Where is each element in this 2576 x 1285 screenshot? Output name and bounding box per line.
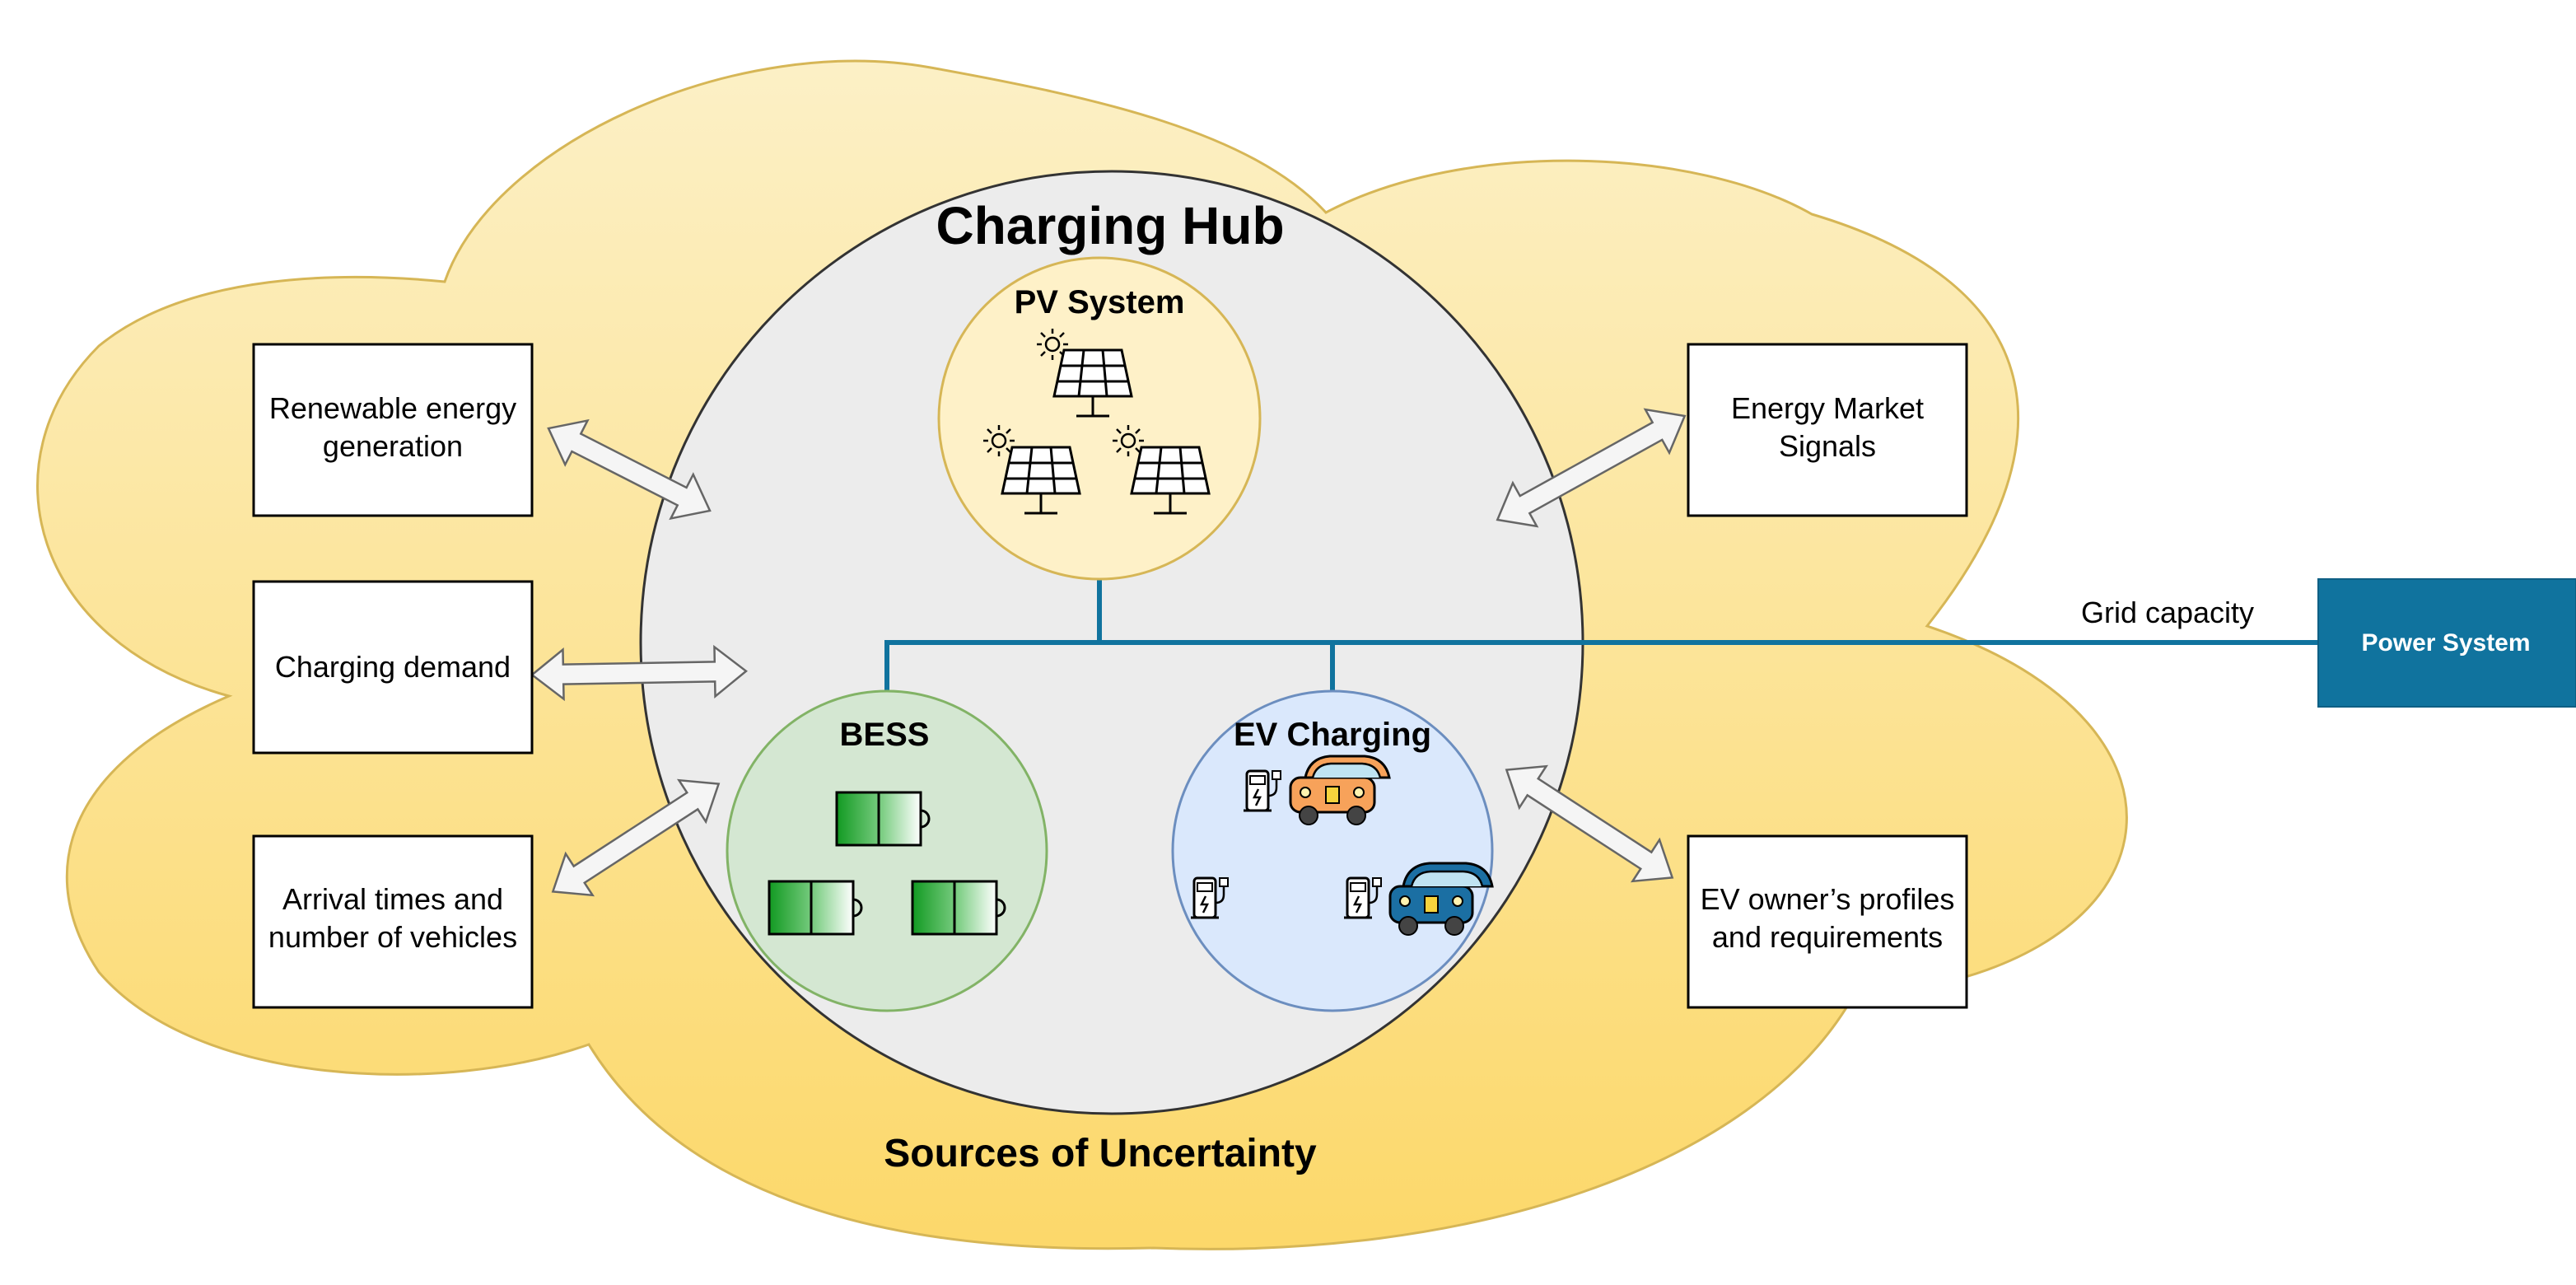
uncertainty-label: Sources of Uncertainty xyxy=(884,1132,1317,1175)
box-renewable-line1: Renewable energy xyxy=(269,391,516,425)
box-profiles-line2: and requirements xyxy=(1712,920,1943,954)
car-icon xyxy=(1388,862,1494,936)
bus-lines xyxy=(884,578,2318,692)
battery-icon xyxy=(835,791,931,847)
bess: BESS xyxy=(726,689,1048,1012)
double-arrow-demand xyxy=(530,644,748,702)
ev-charging: EV Charging xyxy=(1171,689,1494,1012)
box-arrival-line1: Arrival times and xyxy=(282,882,503,916)
box-market-line1: Energy Market xyxy=(1731,391,1924,425)
box-renewable-generation: Renewable energy generation xyxy=(252,343,534,517)
bess-title: BESS xyxy=(840,717,930,753)
grid-capacity-label: Grid capacity xyxy=(2081,596,2254,629)
double-arrow-market xyxy=(1496,408,1687,528)
box-arrival-times: Arrival times and number of vehicles xyxy=(252,834,534,1009)
power-system-box: Power System xyxy=(2317,578,2576,708)
pv-system-title: PV System xyxy=(1015,284,1185,320)
double-arrow-profiles xyxy=(1505,764,1674,883)
double-arrow-arrival xyxy=(551,778,721,897)
ev-charging-title: EV Charging xyxy=(1234,717,1431,753)
box-profiles-line1: EV owner’s profiles xyxy=(1701,882,1955,916)
box-renewable-line2: generation xyxy=(323,429,463,463)
double-arrows xyxy=(530,408,1687,897)
battery-icon xyxy=(911,880,1006,936)
pv-system: PV System xyxy=(937,256,1262,581)
box-market-line2: Signals xyxy=(1779,429,1876,463)
box-arrival-line2: number of vehicles xyxy=(268,920,517,954)
box-energy-market: Energy Market Signals xyxy=(1687,343,1968,517)
box-demand-line1: Charging demand xyxy=(275,650,511,684)
double-arrow-renewable xyxy=(547,418,712,521)
car-icon xyxy=(1289,755,1391,825)
box-ev-owner-profiles: EV owner’s profiles and requirements xyxy=(1687,834,1968,1009)
box-charging-demand: Charging demand xyxy=(252,580,534,755)
hub-title: Charging Hub xyxy=(936,196,1284,255)
power-system-label: Power System xyxy=(2361,629,2530,657)
battery-icon xyxy=(768,880,863,936)
